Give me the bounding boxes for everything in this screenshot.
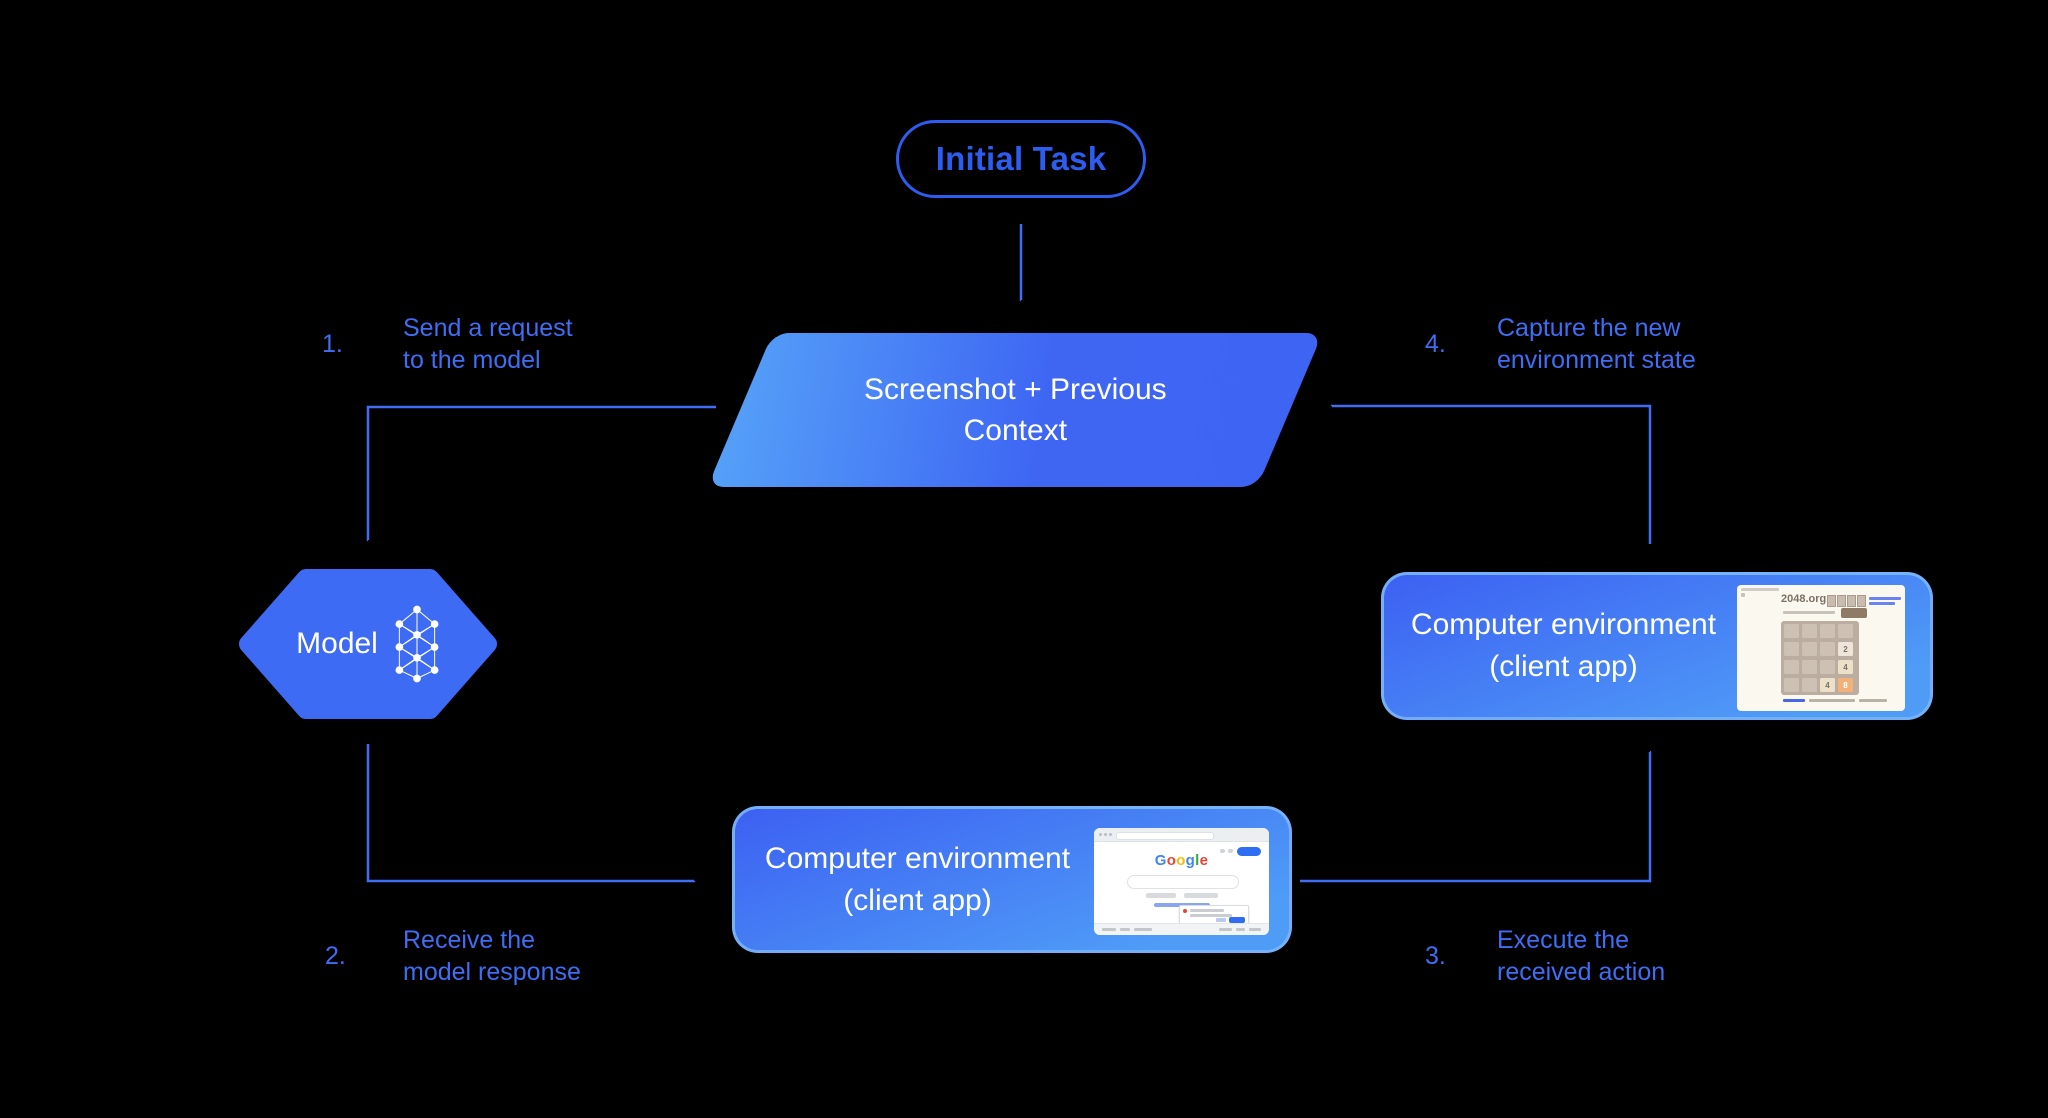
env-right-label: Computer environment (client app) [1410, 608, 1717, 683]
initial-task-node: Initial Task [896, 120, 1146, 198]
grid-cell [1802, 642, 1817, 656]
tile-8: 8 [1838, 678, 1853, 692]
step-4-label: Capture the new environment state [1497, 314, 1696, 374]
screenshot-context-label: Screenshot + Previous Context [863, 373, 1167, 447]
tile-2: 2 [1838, 642, 1853, 656]
score-box [1837, 595, 1846, 607]
dialog-primary-button [1229, 917, 1245, 923]
score-box [1857, 595, 1866, 607]
grid-cell [1820, 660, 1835, 674]
initial-task-label: Initial Task [935, 140, 1107, 177]
grid-cell [1802, 660, 1817, 674]
arrow-context-to-model [368, 405, 716, 540]
dialog-text-line [1190, 909, 1224, 912]
google-search-button [1146, 893, 1176, 898]
sign-in-button [1237, 847, 1261, 856]
dialog-secondary-button [1216, 918, 1226, 922]
env-bottom-label: Computer environment (client app) [764, 841, 1071, 917]
screenshot-context-node: Screenshot + Previous Context [707, 333, 1323, 487]
footer-link [1134, 928, 1152, 931]
footer-link [1219, 928, 1232, 931]
grid-cell [1784, 642, 1799, 656]
step-1-number: 1. [322, 330, 343, 358]
step-1-label: Send a request to the model [403, 314, 573, 374]
instructions-text [1783, 611, 1835, 614]
step-4-number: 4. [1425, 330, 1446, 358]
grid-cell [1802, 624, 1817, 638]
feeling-lucky-button [1184, 893, 1218, 898]
dialog-icon [1183, 909, 1187, 913]
env-client-app-right-node: Computer environment (client app) 2048.o… [1381, 572, 1933, 720]
step-3-label: Execute the received action [1497, 926, 1666, 986]
browser-dot [1104, 833, 1107, 836]
arrow-env-to-env2 [1300, 752, 1650, 883]
header-link [1869, 597, 1901, 600]
browser-dot [1109, 833, 1112, 836]
header-link [1869, 602, 1895, 605]
hexagon-shape [239, 569, 497, 719]
grid-cell [1820, 642, 1835, 656]
step-2-label: Receive the model response [403, 926, 581, 986]
step-2-number: 2. [325, 942, 346, 970]
model-label: Model [296, 627, 378, 660]
footer-link [1249, 928, 1261, 931]
score-box [1827, 595, 1836, 607]
search-box [1127, 875, 1239, 889]
grid-cell [1802, 678, 1817, 692]
footer-link [1102, 928, 1116, 931]
google-logo: Google [1154, 852, 1209, 869]
game-2048-thumbnail: 2048.org [1737, 585, 1905, 711]
env-client-app-bottom-node: Computer environment (client app) Google [732, 806, 1292, 953]
arrow-env2-to-context [1332, 406, 1652, 544]
apps-icon [1228, 849, 1233, 853]
score-box [1847, 595, 1856, 607]
images-link [1220, 849, 1225, 853]
model-node: Model [236, 568, 500, 720]
grid-cell [1784, 678, 1799, 692]
game-grid: 2 4 4 8 [1781, 621, 1859, 695]
grid-cell [1784, 624, 1799, 638]
browser-icon-remnant [1741, 593, 1745, 597]
footer-link [1783, 699, 1805, 702]
footer-text [1809, 699, 1855, 702]
address-bar [1116, 832, 1214, 840]
tile-4: 4 [1838, 660, 1853, 674]
footer-link [1120, 928, 1130, 931]
google-homepage-thumbnail: Google [1094, 828, 1269, 935]
new-game-button [1841, 608, 1867, 618]
neural-network-icon [395, 605, 439, 683]
footer-link [1236, 928, 1245, 931]
step-3-number: 3. [1425, 942, 1446, 970]
tile-4: 4 [1820, 678, 1835, 692]
grid-cell [1820, 624, 1835, 638]
page-footer [1094, 923, 1269, 935]
grid-cell [1784, 660, 1799, 674]
arrow-model-to-env [366, 744, 694, 881]
grid-cell [1838, 624, 1853, 638]
browser-text-remnant [1741, 588, 1779, 591]
dialog-text-line [1190, 914, 1232, 917]
site-title: 2048.org [1781, 593, 1827, 605]
browser-dot [1099, 833, 1102, 836]
footer-text [1859, 699, 1887, 702]
